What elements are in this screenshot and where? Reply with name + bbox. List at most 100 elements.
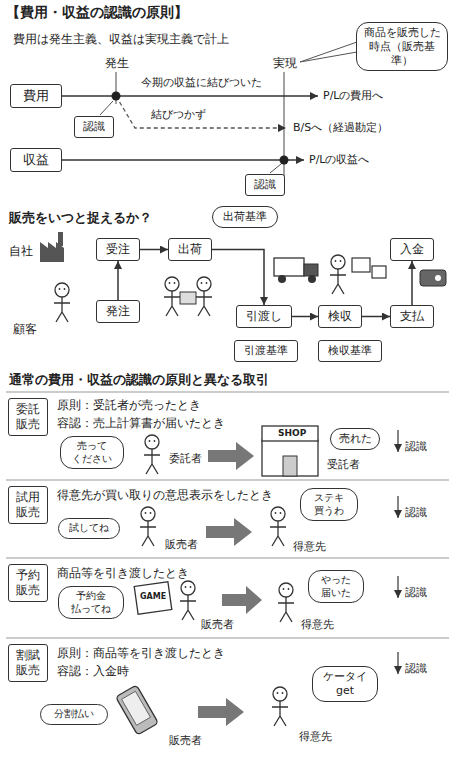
node-text: 収益 — [15, 152, 57, 168]
node-text: 出荷 — [173, 242, 207, 257]
node-text: 割賦 販売 — [13, 648, 43, 678]
flow-arrow — [362, 316, 390, 318]
row-divider — [6, 558, 449, 559]
transfer-arrow — [198, 698, 244, 726]
wallet-icon — [435, 275, 441, 281]
row-divider — [6, 392, 449, 638]
process-box: 受注 — [96, 238, 140, 261]
node-text: 試用 販売 — [13, 490, 43, 520]
shop-building — [262, 426, 318, 476]
wallet-icon — [420, 270, 446, 286]
node-text: 認識 — [250, 178, 280, 192]
truck-icon — [274, 258, 304, 276]
delivery-figures — [164, 277, 180, 316]
delivery-figures — [164, 277, 212, 316]
text-label: P/Lの収益へ — [308, 153, 370, 166]
process-box: 引渡し — [236, 305, 292, 328]
timeline-line — [270, 164, 281, 173]
row-divider — [6, 392, 449, 393]
text-label: 認識 — [404, 586, 428, 599]
timeline-line — [300, 42, 357, 62]
node-text: 引渡し — [241, 309, 287, 324]
text-label: 販売者 — [200, 618, 235, 631]
text-label: B/Sへ（経過勘定） — [292, 121, 389, 134]
speech-bubble: 出荷基準 — [212, 206, 278, 228]
node-text: 受注 — [101, 242, 135, 257]
text-label: 認識 — [404, 662, 428, 675]
text-label: 得意先が買い取りの意思表示をしたとき — [56, 488, 274, 502]
node-text: 引渡基準 — [239, 344, 293, 358]
person-figure — [140, 507, 156, 546]
recognition-arrow — [397, 430, 398, 452]
timeline-line — [100, 101, 113, 115]
category-box: 委託 販売 — [8, 398, 48, 436]
speech-bubble: 商品を販売した時点（販売基準） — [356, 22, 448, 71]
timeline-line — [112, 92, 121, 101]
text-label: 商品等を引き渡したとき — [56, 566, 190, 580]
text-label: 得意先 — [298, 730, 333, 743]
text-label: 認識 — [404, 506, 428, 519]
process-box: 発注 — [96, 300, 140, 323]
truck-icon — [274, 258, 318, 283]
timeline-line — [62, 159, 304, 161]
node-text: 出荷基準 — [217, 210, 273, 224]
recognition-arrow — [397, 652, 398, 674]
node-text: 委託 販売 — [13, 402, 43, 432]
text-label: 通常の費用・収益の認識の原則と異なる取引 — [8, 372, 270, 388]
node-text: 売って ください — [65, 440, 119, 465]
text-label: 原則：受託者が売ったとき — [56, 398, 202, 412]
text-label: 委託者 — [168, 452, 203, 465]
node-text: 入金 — [395, 242, 429, 257]
node-text: 予約 販売 — [13, 568, 43, 598]
text-label: 認識 — [404, 440, 428, 453]
process-box: 支払 — [390, 305, 434, 328]
speech-bubble: ステキ 買うわ — [300, 488, 358, 521]
phone-icon — [116, 685, 159, 735]
category-box: 予約 販売 — [8, 564, 48, 602]
text-label: 今期の収益に結びついた — [140, 76, 263, 89]
diagram-title: 【費用・収益の認識の原則】 — [6, 4, 188, 22]
speech-bubble: やった 届いた — [308, 570, 364, 603]
node-text: 試してね — [63, 522, 115, 535]
customer-figure — [54, 283, 70, 322]
node-text: 予約金 払ってね — [63, 590, 119, 615]
timeline-line — [62, 95, 318, 97]
phone-icon — [116, 685, 159, 735]
row-divider — [6, 638, 449, 639]
text-label: 原則：商品等を引き渡したとき — [56, 646, 226, 660]
flow-arrow — [411, 261, 413, 305]
text-label: 容認：入金時 — [56, 664, 130, 678]
person-figure — [272, 687, 288, 726]
text-label: 自社 — [8, 244, 34, 258]
delivery-figures — [180, 292, 196, 304]
factory-icon — [58, 232, 63, 246]
text-label: 販売者 — [168, 734, 203, 747]
node-text: ケータイ get — [317, 670, 373, 698]
speech-bubble: 分割払い — [40, 704, 108, 725]
category-box: 試用 販売 — [8, 486, 48, 524]
recognition-arrow — [397, 496, 398, 518]
factory-icon — [40, 232, 64, 262]
transfer-arrow — [206, 518, 252, 546]
recognition-arrow — [397, 576, 398, 598]
speech-bubble: 売れた — [330, 428, 380, 450]
node-text: 費用 — [15, 88, 57, 104]
recognition-box: 認識 — [74, 116, 114, 138]
text-label: 容認：売上計算書が届いたとき — [56, 416, 226, 430]
basis-box: 検収基準 — [318, 340, 382, 362]
process-box: 検収 — [318, 305, 362, 328]
game-box — [134, 582, 172, 614]
wallet-icon — [420, 270, 446, 286]
text-label: 実現 — [272, 56, 298, 70]
text-label: 販売者 — [164, 538, 199, 551]
flow-arrow — [212, 250, 264, 306]
text-label: SHOP — [277, 428, 307, 439]
timeline-line — [280, 156, 289, 165]
node-text: 発注 — [101, 304, 135, 319]
inspection-figure — [352, 258, 370, 272]
phone-icon — [116, 685, 159, 735]
transfer-arrow — [208, 442, 254, 470]
flow-arrow — [117, 261, 119, 300]
text-label: 得意先 — [292, 540, 327, 553]
transfer-arrow — [198, 442, 262, 726]
